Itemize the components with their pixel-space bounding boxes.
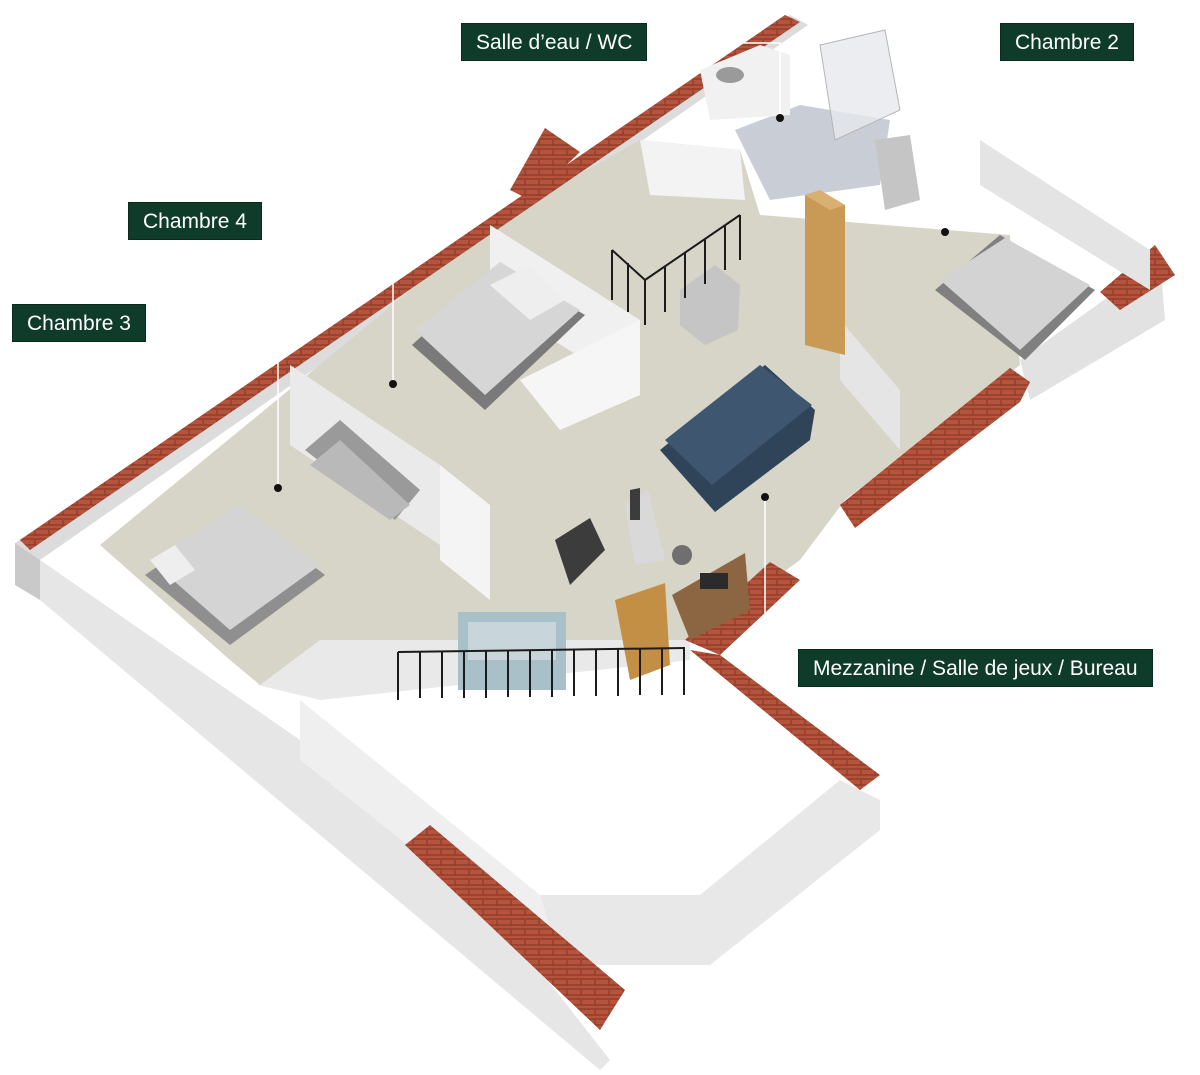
wardrobes — [615, 190, 845, 680]
stair-railing — [611, 214, 741, 325]
room-label-mezzanine: Mezzanine / Salle de jeux / Bureau — [799, 650, 1152, 686]
callout-salle — [672, 42, 784, 122]
callout-dot-chambre-4 — [389, 380, 397, 388]
bed-chambre-4 — [412, 262, 585, 410]
room-label-chambre-2: Chambre 2 — [1001, 24, 1133, 60]
bed-chambre-2 — [935, 235, 1095, 360]
exercise-bikes — [555, 488, 665, 585]
interior-walls — [290, 140, 1150, 600]
callout-dot-salle — [776, 114, 784, 122]
sofa — [660, 365, 815, 512]
room-label-salle-eau-wc: Salle d’eau / WC — [462, 24, 647, 60]
callout-dot-chambre-2 — [941, 228, 949, 236]
callout-chambre-2 — [941, 60, 949, 236]
callout-dot-chambre-3 — [274, 484, 282, 492]
bathroom-fixtures — [700, 29, 901, 141]
room-label-chambre-3: Chambre 3 — [13, 305, 145, 341]
callout-chambre-3 — [274, 355, 282, 492]
room-label-chambre-4: Chambre 4 — [129, 203, 261, 239]
callout-chambre-4 — [389, 270, 397, 388]
bench-chambre-3 — [305, 420, 420, 520]
bed-chambre-3 — [145, 505, 325, 645]
callout-dot-mezzanine — [761, 493, 769, 501]
callout-mezzanine — [761, 493, 769, 652]
armchairs — [680, 135, 920, 345]
desk — [672, 545, 750, 640]
mezzanine-railing — [397, 647, 686, 700]
